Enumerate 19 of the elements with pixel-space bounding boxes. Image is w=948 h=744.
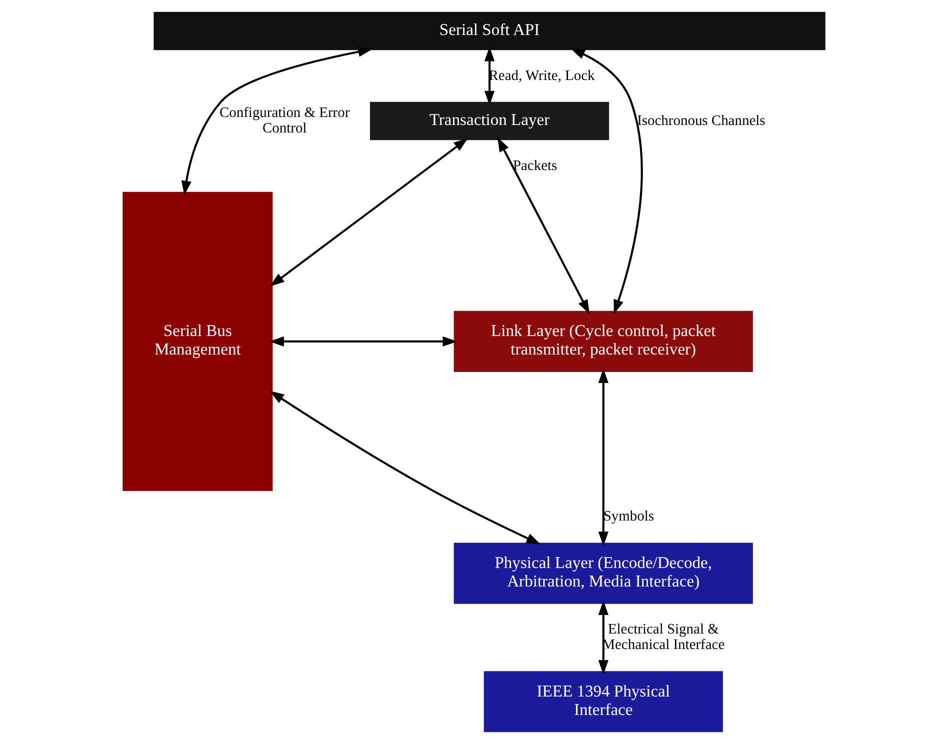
edge-label: Isochronous Channels (637, 112, 766, 129)
arrow (270, 138, 468, 286)
node-box: IEEE 1394 Physical Interface (484, 671, 723, 732)
node-box: Physical Layer (Encode/Decode, Arbitration, Media Interface) (454, 542, 753, 604)
arrow (269, 336, 458, 347)
node-box: Transaction Layer (370, 102, 610, 140)
arrow (181, 46, 373, 196)
arrow (484, 46, 495, 106)
node-box: Serial Soft API (154, 12, 826, 50)
arrow (598, 368, 608, 546)
edge-label: Read, Write, Lock (488, 68, 595, 84)
arrow (497, 137, 590, 314)
edge-label: Configuration & Error Control (219, 105, 350, 137)
node-box: Serial Bus Management (122, 192, 273, 492)
arrow (570, 48, 643, 314)
arrow (270, 390, 541, 544)
node-box: Link Layer (Cycle control, packet transmitter, packet receiver) (454, 310, 753, 372)
arrow (598, 600, 608, 675)
edge-label: Packets (512, 158, 558, 174)
